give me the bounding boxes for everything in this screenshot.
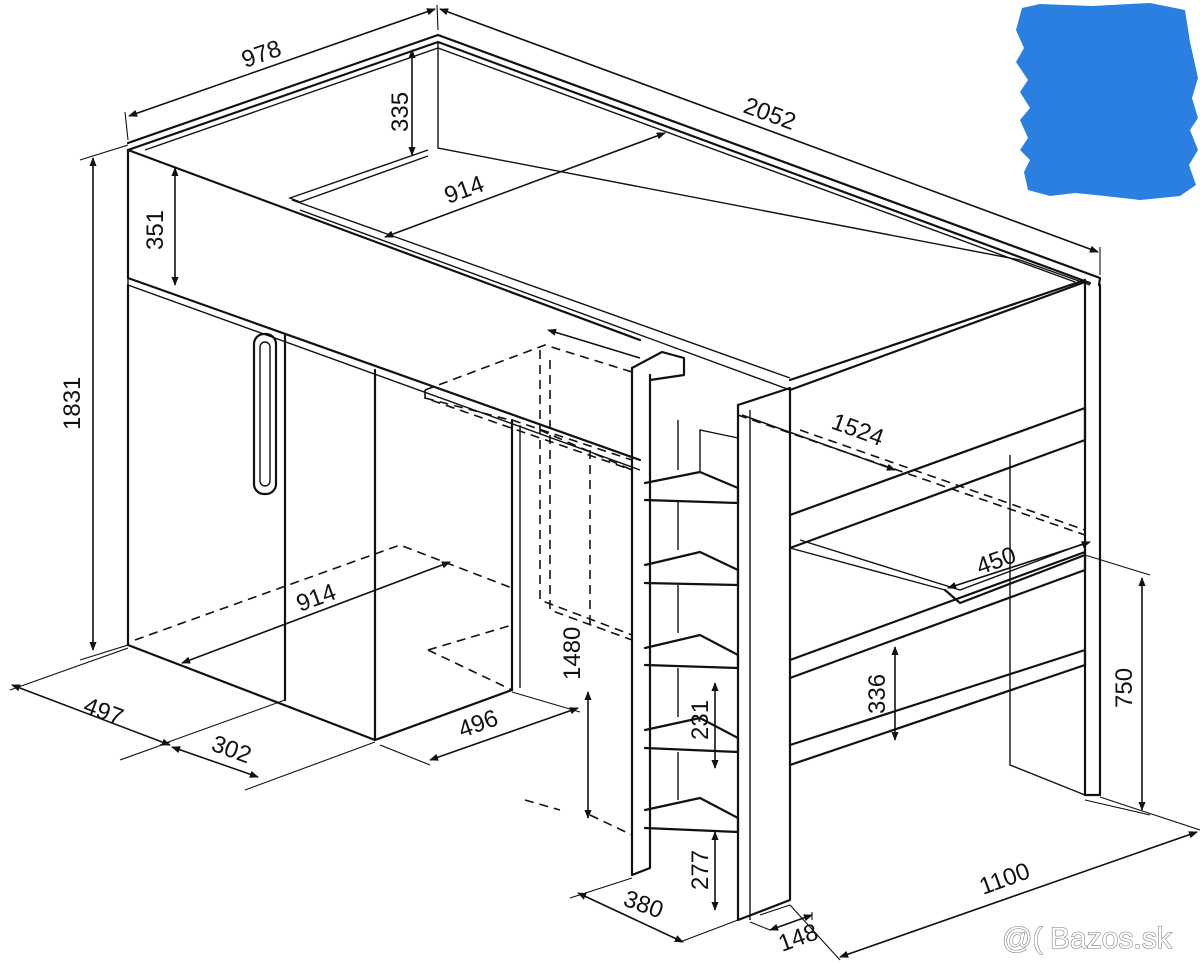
dim-shelf-depth: 450 [973,542,1020,581]
watermark: @( Bazos.sk [1001,921,1173,955]
dimension-labels: 978 2052 335 351 914 1831 914 497 302 49… [59,35,1138,958]
dim-step-spacing: 231 [687,700,714,740]
dim-desk-height: 750 [1111,668,1138,708]
dim-ladder-depth: 380 [620,885,667,924]
watermark-text: Bazos.sk [1050,922,1173,955]
dim-post-width: 148 [775,919,822,958]
bed-frame [126,33,1102,922]
dim-door-width: 302 [208,730,255,769]
dim-desk-pullout-length: 1524 [828,408,887,452]
dim-first-step-height: 277 [687,850,714,890]
watermark-logo-icon: @( [1002,922,1042,955]
dim-guard-height-front: 351 [142,210,169,250]
dim-guard-height-back: 335 [387,92,414,132]
dim-mattress-width: 914 [441,171,488,210]
dim-width-top: 978 [238,35,285,74]
dim-total-height: 1831 [59,377,86,430]
dim-end-width: 1100 [976,858,1034,901]
dimension-lines [9,4,1200,961]
dim-length-top: 2052 [740,92,799,136]
dim-shelf-spacing: 336 [864,674,891,714]
dim-wardrobe-width: 914 [293,579,340,618]
dim-desk-clearance: 1480 [559,627,586,680]
redaction-blob [1016,3,1198,200]
